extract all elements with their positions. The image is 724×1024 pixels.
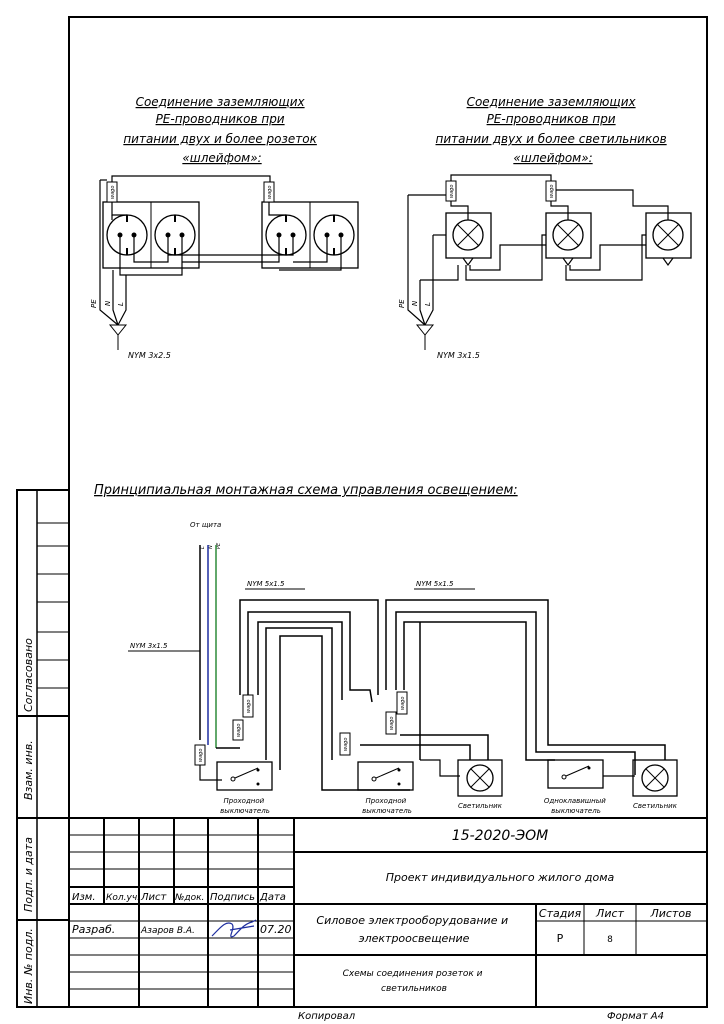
source-label: От щита — [190, 521, 221, 529]
sheet-number: 8 — [607, 935, 613, 945]
developer-role: Разраб. — [72, 923, 115, 936]
project-name: Проект индивидуального жилого дома — [386, 871, 615, 884]
stamp-replace: Взам. инв. — [22, 740, 35, 800]
svg-text:PE: PE — [90, 299, 98, 308]
sheets-header: Листов — [649, 907, 691, 920]
svg-text:wago: wago — [343, 738, 349, 751]
stage-header: Стадия — [539, 907, 582, 920]
section-name: Силовое электрооборудование и электроосв… — [316, 914, 511, 945]
footer-copied: Копировал — [298, 1011, 356, 1022]
svg-text:wago: wago — [389, 717, 395, 730]
lighting-control-diagram: Принципиальная монтажная схема управлени… — [94, 483, 678, 815]
col-list: Лист — [140, 892, 168, 903]
stamp-inv-no: Инв. № подл. — [22, 928, 35, 1004]
pass-switch-1: Проходной выключатель — [216, 761, 273, 815]
col-izm: Изм. — [72, 892, 96, 903]
wago-group-2: wago wago wago — [339, 691, 408, 756]
sheet-frame — [68, 16, 708, 1008]
developer-date: 07.20 — [260, 923, 292, 936]
wago-group-1: wago wago wago — [194, 694, 254, 766]
luminaire-cable-label: NYM 3x1.5 — [437, 351, 480, 360]
svg-text:PE: PE — [398, 299, 406, 308]
doc-code: 15-2020-ЭОМ — [452, 828, 548, 844]
svg-text:wago: wago — [267, 186, 273, 199]
svg-text:Светильник: Светильник — [458, 802, 503, 810]
svg-text:wago: wago — [400, 697, 406, 710]
stamp-agreed: Согласовано — [22, 638, 35, 712]
svg-text:wago: wago — [449, 185, 455, 198]
socket-cable-label: NYM 3x2.5 — [128, 351, 171, 360]
svg-text:NYM 5x1.5: NYM 5x1.5 — [416, 580, 454, 588]
svg-text:L: L — [117, 302, 125, 306]
svg-text:PE: PE — [216, 542, 222, 549]
single-switch: Одноклавишный выключатель — [544, 759, 608, 815]
svg-text:N: N — [411, 300, 419, 306]
svg-text:Проходной выключатель: Проходной выключатель — [362, 797, 412, 815]
luminaire-diagram: Соединение заземляющих PE-проводников пр… — [398, 95, 692, 360]
stage-value: Р — [557, 932, 564, 945]
svg-text:wago: wago — [549, 185, 555, 198]
svg-text:wago: wago — [198, 749, 204, 762]
svg-text:N: N — [208, 545, 214, 549]
svg-text:Проходной выключатель: Проходной выключатель — [220, 797, 270, 815]
socket-diagram: Соединение заземляющих PE-проводников пр… — [90, 95, 359, 360]
title-block: Изм. Кол.уч. Лист №док. Подпись Дата Раз… — [68, 817, 708, 1008]
sheet-title: Схемы соединения розеток и светильников — [343, 969, 486, 994]
svg-text:Одноклавишный выключат: Одноклавишный выключатель — [544, 797, 608, 815]
svg-text:wago: wago — [110, 186, 116, 199]
side-stamp: Согласовано Взам. инв. Подп. и дата Инв.… — [16, 489, 70, 1008]
pass-switch-2: Проходной выключатель — [357, 761, 414, 815]
developer-signature — [211, 919, 257, 938]
svg-text:Светильник: Светильник — [633, 802, 678, 810]
lighting-control-title: Принципиальная монтажная схема управлени… — [94, 483, 518, 498]
col-doc: №док. — [174, 893, 204, 903]
col-date: Дата — [259, 892, 286, 903]
luminaire-diagram-title: Соединение заземляющих PE-проводников пр… — [436, 95, 671, 165]
stamp-sign-date: Подп. и дата — [22, 837, 35, 912]
footer-format: Формат А4 — [607, 1011, 664, 1022]
cable-in-label: NYM 3x1.5 — [130, 642, 168, 650]
svg-text:N: N — [104, 300, 112, 306]
lamp-2: Светильник — [632, 759, 678, 810]
svg-text:wago: wago — [246, 700, 252, 713]
col-sign: Подпись — [210, 892, 255, 903]
svg-text:L: L — [424, 302, 432, 306]
svg-text:NYM 5x1.5: NYM 5x1.5 — [247, 580, 285, 588]
lamp-1: Светильник — [457, 759, 503, 810]
col-kol: Кол.уч. — [106, 893, 140, 903]
svg-text:wago: wago — [236, 724, 242, 737]
socket-diagram-title: Соединение заземляющих PE-проводников пр… — [123, 95, 320, 165]
developer-name: Азаров В.А. — [140, 926, 195, 936]
svg-text:L: L — [200, 546, 206, 549]
sheet-header: Лист — [595, 907, 624, 920]
